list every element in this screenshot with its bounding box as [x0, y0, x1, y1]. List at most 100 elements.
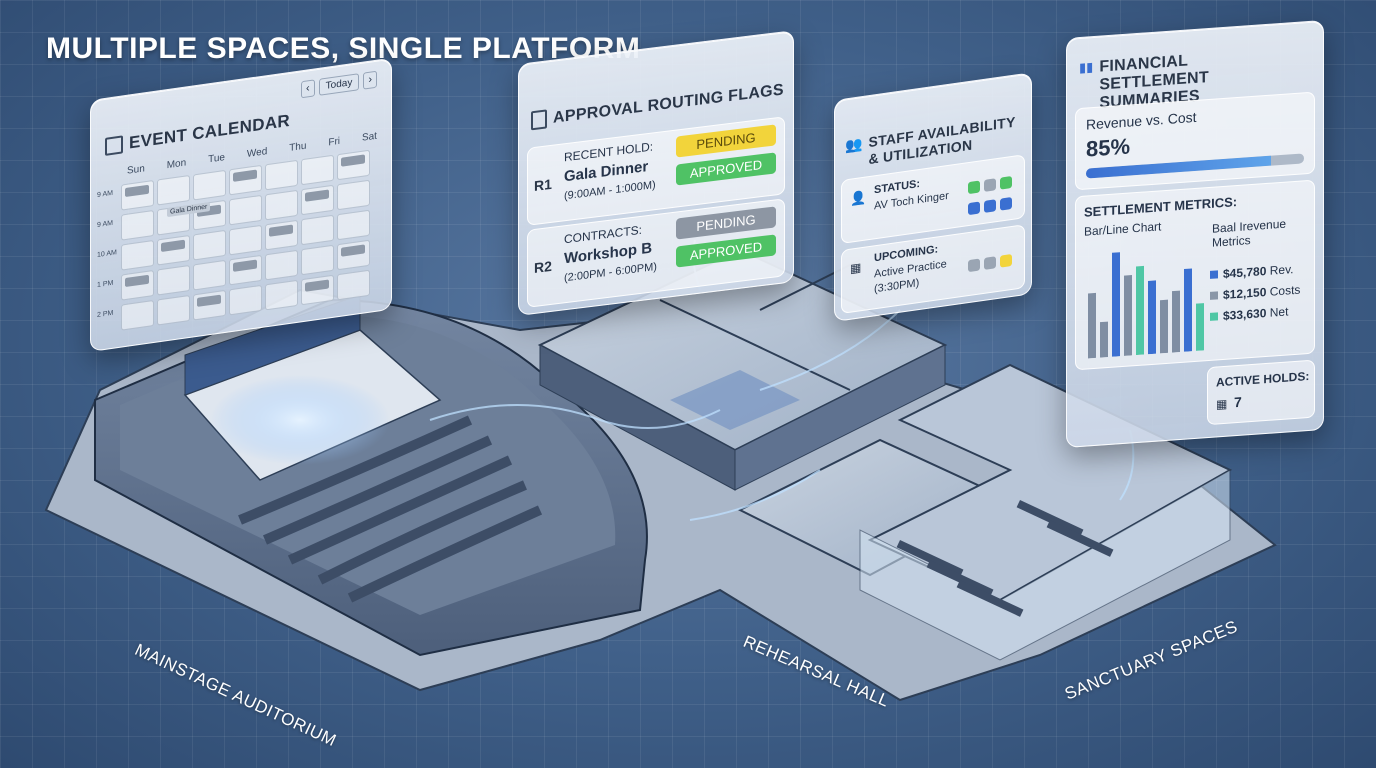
- data-streams: [429, 239, 1135, 521]
- chart-bar: [1148, 280, 1156, 355]
- calendar-cell[interactable]: [301, 154, 334, 186]
- calendar-cell[interactable]: [121, 210, 154, 241]
- calendar-cell[interactable]: [157, 294, 190, 326]
- metric-color-swatch: [1210, 270, 1218, 279]
- rehearsal-hall-wall-right: [734, 344, 946, 491]
- calendar-cell[interactable]: [265, 249, 298, 281]
- calendar-event-chip[interactable]: [305, 189, 329, 202]
- chart-bar: [1124, 275, 1132, 356]
- calendar-event-chip[interactable]: [233, 169, 257, 182]
- calendar-day-tue: Tue: [208, 152, 225, 166]
- calendar-cell[interactable]: [337, 179, 370, 211]
- calendar-cell[interactable]: [301, 274, 334, 306]
- metric-item: $12,150 Costs: [1210, 283, 1300, 303]
- calendar-event-chip[interactable]: [233, 259, 257, 272]
- active-holds-card: ACTIVE HOLDS: ▦ 7: [1207, 359, 1315, 426]
- calendar-event-chip[interactable]: [125, 274, 149, 288]
- today-button[interactable]: Today: [318, 73, 360, 96]
- prev-arrow-icon[interactable]: ‹: [300, 79, 315, 99]
- calendar-cell[interactable]: [265, 219, 298, 251]
- calendar-cell[interactable]: [157, 264, 190, 296]
- calendar-cell[interactable]: [229, 164, 262, 196]
- financial-settlement-panel: ▮▮ FINANCIAL SETTLEMENT SUMMARIES Revenu…: [1066, 19, 1324, 448]
- approval-row-id: R1: [534, 175, 552, 195]
- calendar-time-label: 1 PM: [97, 279, 114, 290]
- calendar-cell[interactable]: [193, 229, 226, 261]
- calendar-cell[interactable]: [193, 289, 226, 321]
- calendar-cell[interactable]: [337, 269, 370, 301]
- settlement-metrics-card: SETTLEMENT METRICS: Bar/Line Chart Baal …: [1075, 179, 1315, 371]
- status-pending-badge[interactable]: PENDING: [676, 206, 776, 240]
- calendar-cell[interactable]: [193, 259, 226, 291]
- calendar-cell[interactable]: [157, 174, 190, 206]
- calendar-event-chip[interactable]: [305, 279, 329, 292]
- calendar-cell[interactable]: [337, 239, 370, 271]
- calendar-cell[interactable]: [265, 189, 298, 221]
- calendar-day-fri: Fri: [328, 135, 341, 149]
- calendar-cell[interactable]: [121, 270, 154, 301]
- status-approved-badge[interactable]: APPROVED: [676, 152, 776, 186]
- calendar-cell[interactable]: [337, 209, 370, 241]
- chart-bar: [1112, 252, 1120, 357]
- staff-status-label: STATUS:: [874, 177, 921, 197]
- chart-bar: [1196, 303, 1204, 351]
- calendar-cell[interactable]: [301, 214, 334, 246]
- calendar-cell[interactable]: [121, 240, 154, 271]
- warning-icon: [1000, 253, 1012, 268]
- staff-upcoming-time: (3:30PM): [874, 277, 920, 296]
- chart-bar: [1172, 290, 1180, 353]
- calendar-cell[interactable]: [229, 224, 262, 256]
- calendar-event-chip[interactable]: [161, 239, 185, 253]
- calendar-cell[interactable]: [229, 254, 262, 286]
- revenue-card: Revenue vs. Cost 85%: [1075, 91, 1315, 191]
- calendar-cell[interactable]: [229, 284, 262, 316]
- calendar-day-mon: Mon: [166, 157, 187, 172]
- revenue-percent: 85%: [1086, 133, 1131, 162]
- page-title: MULTIPLE SPACES, SINGLE PLATFORM: [46, 32, 641, 65]
- auditorium-seats: [238, 415, 543, 603]
- calendar-cell[interactable]: [121, 300, 154, 331]
- status-approved-badge[interactable]: APPROVED: [676, 234, 776, 268]
- calendar-cell[interactable]: [193, 169, 226, 201]
- calendar-day-sat: Sat: [361, 130, 377, 144]
- calendar-event-chip[interactable]: [125, 184, 149, 198]
- availability-check-icon: [968, 180, 980, 195]
- metric-item: $33,630 Net: [1210, 304, 1300, 324]
- metric-value: $12,150: [1223, 284, 1267, 303]
- calendar-time-label: 10 AM: [97, 249, 117, 260]
- chart-bar: [1100, 321, 1108, 358]
- calendar-icon: [105, 135, 123, 156]
- metric-color-swatch: [1210, 291, 1218, 300]
- calendar-event-chip[interactable]: [341, 244, 365, 257]
- calendar-cell[interactable]: [301, 184, 334, 216]
- calendar-cell[interactable]: [121, 180, 154, 211]
- calendar-cell[interactable]: [229, 194, 262, 226]
- calendar-cell[interactable]: [157, 234, 190, 266]
- next-arrow-icon[interactable]: ›: [363, 70, 377, 90]
- metric-item: $45,780 Rev.: [1210, 262, 1300, 282]
- staff-availability-panel: 👥 STAFF AVAILABILITY & UTILIZATION 👤 STA…: [834, 72, 1032, 322]
- calendar-grid: [121, 149, 371, 335]
- calendar-cell[interactable]: [301, 244, 334, 276]
- calendar-cell[interactable]: [337, 149, 370, 181]
- chart-bar: [1160, 299, 1168, 354]
- calendar-day-sun: Sun: [127, 163, 145, 177]
- calendar-cell[interactable]: [265, 279, 298, 311]
- active-holds-value: 7: [1234, 393, 1242, 411]
- revenue-label: Revenue vs. Cost: [1086, 108, 1197, 133]
- calendar-event-chip[interactable]: [197, 294, 221, 307]
- calendar-event-chip[interactable]: [341, 154, 365, 167]
- holds-calendar-icon: ▦: [1216, 396, 1228, 412]
- metrics-title: SETTLEMENT METRICS:: [1084, 194, 1238, 220]
- metric-label: Rev.: [1269, 262, 1294, 278]
- sanctuary-pews: [896, 499, 1114, 617]
- calendar-cell[interactable]: [265, 159, 298, 191]
- chart-bar: [1088, 292, 1096, 359]
- calendar-event-chip[interactable]: [269, 224, 293, 237]
- bar-chart-icon: ▮▮: [1079, 59, 1094, 76]
- status-pending-badge[interactable]: PENDING: [676, 124, 776, 158]
- revenue-bar-chart: [1088, 252, 1204, 359]
